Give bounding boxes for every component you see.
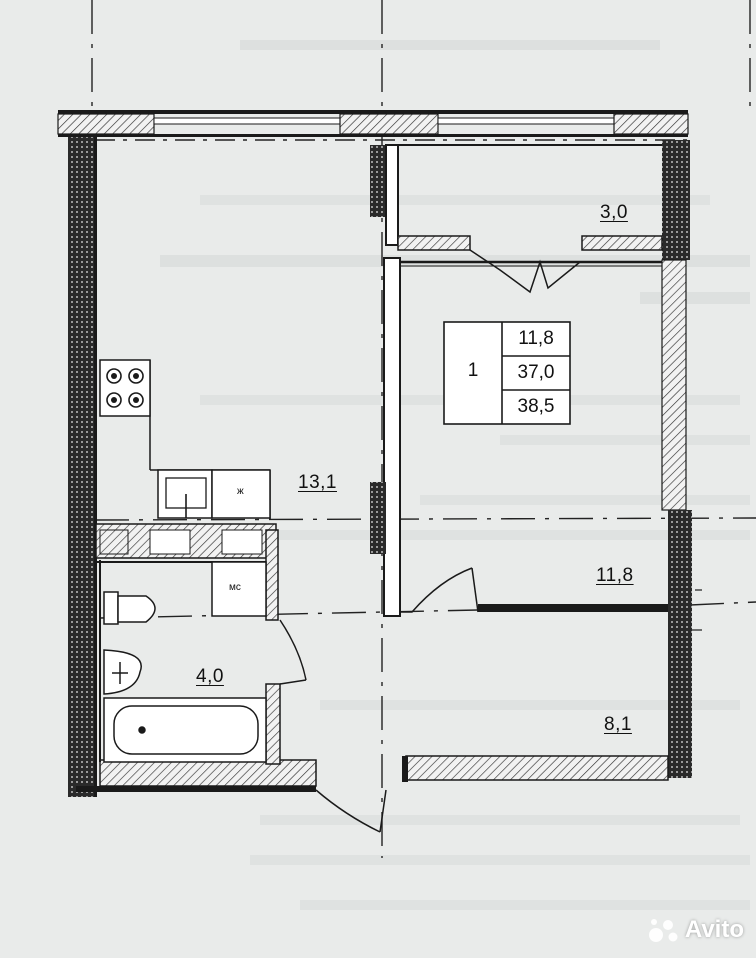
top-wall <box>57 110 689 137</box>
avito-watermark: Avito <box>647 914 744 946</box>
living-area-cell: 11,8 <box>518 328 554 349</box>
stove-icon <box>99 359 151 417</box>
total-with-balcony-cell: 38,5 <box>517 396 555 417</box>
axis-lines <box>91 0 756 858</box>
bathroom-walls <box>95 523 281 765</box>
kitchen-sink-icon <box>157 469 213 519</box>
kitchen-area-label: 11,8 <box>596 565 634 586</box>
toilet-room-label: мс <box>229 582 241 593</box>
loggia-walls <box>370 144 663 251</box>
right-edge-marks <box>692 589 702 631</box>
bathroom-area-label: 4,0 <box>196 666 224 687</box>
rooms-count-cell: 1 <box>467 360 479 381</box>
loggia-door <box>469 249 581 294</box>
bathroom-door <box>279 619 307 685</box>
hall-area-label: 8,1 <box>604 714 632 735</box>
kitchen-hall-partition <box>400 567 668 613</box>
total-area-cell: 37,0 <box>517 362 555 383</box>
left-wall <box>68 137 97 797</box>
interior-partition <box>370 257 662 617</box>
washbasin-icon <box>103 649 142 695</box>
toilet-icon <box>103 591 156 625</box>
right-wall <box>661 140 692 778</box>
summary-table <box>443 321 571 425</box>
toilet-room-box <box>211 561 267 617</box>
loggia-area-label: 3,0 <box>600 202 628 223</box>
fridge-box <box>211 469 271 519</box>
avito-logo-icon <box>648 919 678 942</box>
avito-brand-text: Avito <box>684 916 744 943</box>
fridge-label: ж <box>237 486 244 497</box>
bathtub-icon <box>103 697 267 763</box>
entrance-door <box>315 789 387 833</box>
main-room-area-label: 13,1 <box>298 472 337 493</box>
